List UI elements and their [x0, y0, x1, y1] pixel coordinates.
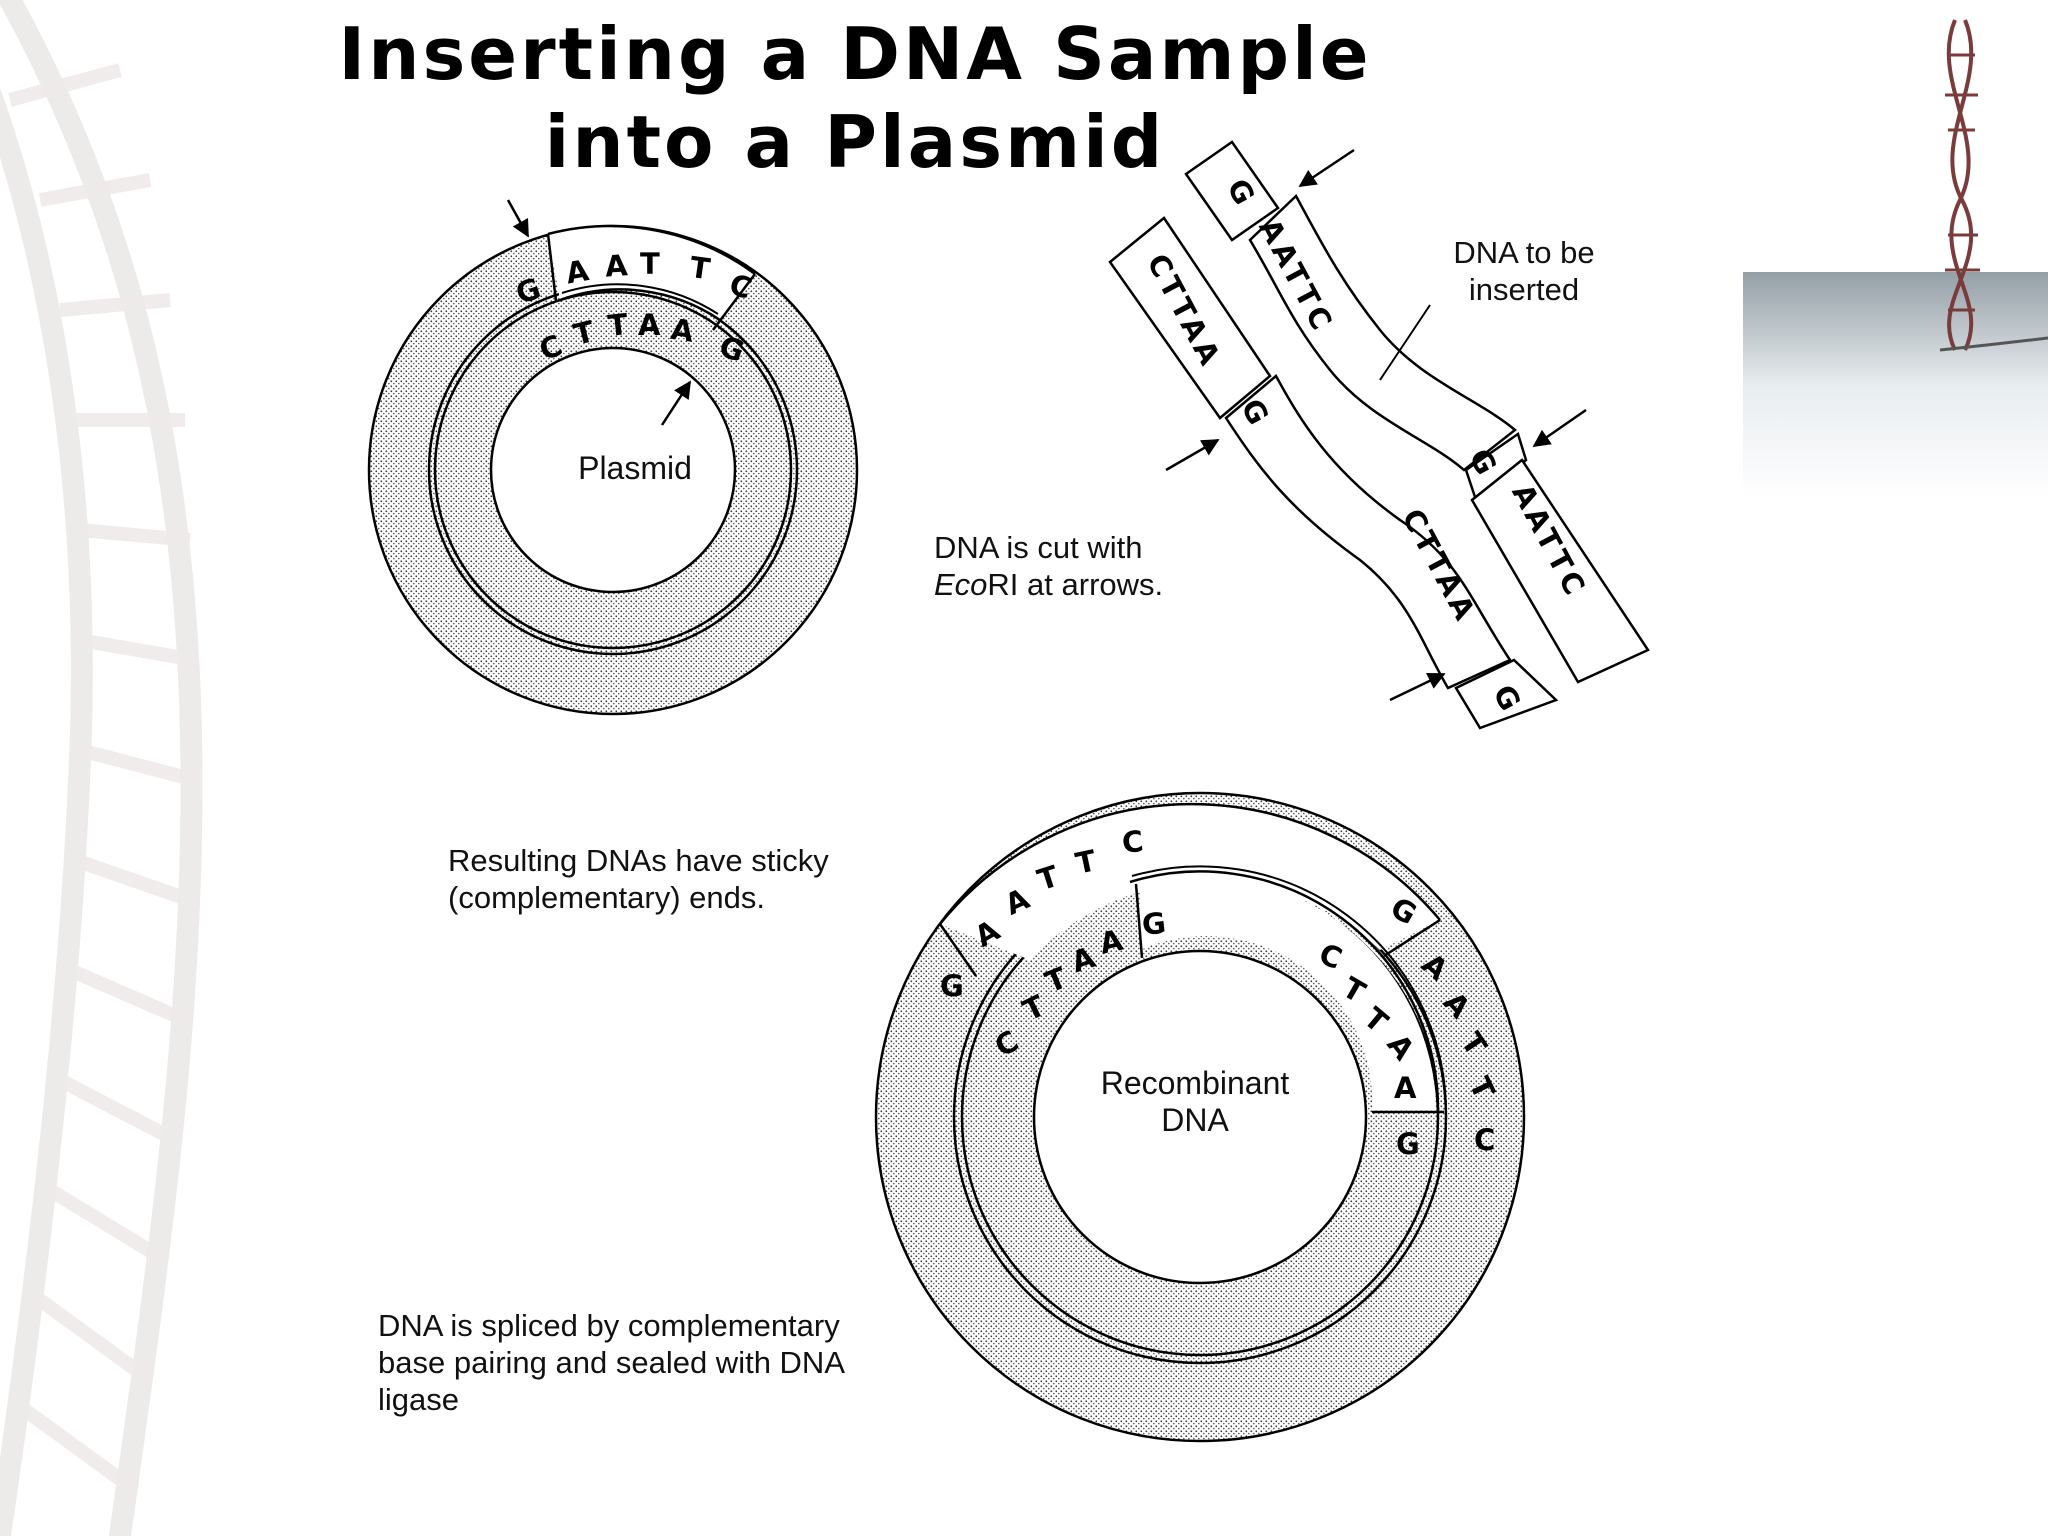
insert-arrow-left [1165, 438, 1220, 472]
title-line-1: Inserting a DNA Sample [338, 12, 1372, 96]
recomb-inner-right-base-5: G [1396, 1127, 1420, 1161]
slide-title: Inserting a DNA Sample into a Plasmid [330, 10, 1380, 186]
plasmid-label: Plasmid [560, 450, 710, 487]
plasmid-inner-base-4: A [669, 312, 697, 349]
sticky-ends-caption: Resulting DNAs have sticky (complementar… [448, 842, 908, 916]
plasmid-core [489, 346, 737, 594]
recombinant-label: Recombinant DNA [1080, 1065, 1310, 1139]
insert-arrow-right [1532, 408, 1587, 448]
sticky-ends-line-2: (complementary) ends. [448, 880, 766, 915]
plasmid-outer-base-4: T [688, 250, 713, 286]
corner-gradient-band [1743, 272, 2048, 500]
insert-lower-strand [1224, 374, 1512, 690]
spliced-line-1: DNA is spliced by complementary [378, 1308, 840, 1343]
cut-arrow-inner [660, 380, 692, 426]
plasmid-label-text: Plasmid [578, 450, 692, 486]
sticky-ends-line-1: Resulting DNAs have sticky [448, 843, 829, 878]
cut-caption-line-2-rest: RI at arrows. [987, 567, 1164, 602]
dna-to-be-inserted-label: DNA to be inserted [1424, 234, 1624, 308]
insert-right-strand [1470, 458, 1650, 684]
plasmid-outer-base-2: A [604, 248, 629, 284]
cut-caption: DNA is cut with EcoRI at arrows. [934, 529, 1234, 603]
cut-mark-right [712, 273, 756, 331]
helix-icon [1939, 19, 2048, 352]
recombinant-diagram: G A A T T C C T T A A G G A A T T C C T … [874, 791, 1526, 1443]
insert-top-g-block [1184, 140, 1280, 242]
insert-fragment [1108, 140, 1650, 730]
cut-arrow-outer [506, 199, 530, 238]
insert-left-strand [1108, 216, 1272, 420]
insert-arrow-bottom [1389, 672, 1446, 702]
spliced-line-3: ligase [378, 1382, 459, 1417]
recomb-outer-right-base-5: C [1474, 1123, 1495, 1157]
insert-right-g-block [1464, 432, 1528, 503]
recombinant-label-line-1: Recombinant [1100, 1065, 1290, 1101]
recomb-inner-left-base-5: G [1140, 906, 1167, 942]
recombinant-core [1032, 949, 1368, 1285]
recombinant-label-line-2: DNA [1161, 1102, 1229, 1138]
spliced-line-2: base pairing and sealed with DNA [378, 1345, 845, 1380]
plasmid-inner-base-3: A [638, 308, 661, 342]
recomb-outer-left-base-5: C [1120, 824, 1145, 860]
plasmid-outer-base-3: T [640, 247, 660, 281]
title-line-2: into a Plasmid [544, 100, 1166, 184]
insert-bottom-g-block [1454, 658, 1559, 730]
insert-label-pointer [1379, 304, 1431, 381]
cut-caption-enzyme-prefix: Eco [934, 567, 988, 602]
cut-caption-line-1: DNA is cut with [934, 530, 1143, 565]
recomb-outer-left-base-0: G [940, 969, 964, 1003]
cut-mark-left [546, 233, 558, 302]
recomb-inner-right-base-4: A [1394, 1071, 1417, 1105]
insert-arrow-top [1298, 148, 1355, 188]
spliced-caption: DNA is spliced by complementary base pai… [378, 1307, 938, 1418]
plasmid-inner-base-2: T [606, 307, 629, 343]
insert-upper-strand [1248, 193, 1517, 472]
dna-to-be-inserted-line-2: inserted [1468, 272, 1580, 307]
plasmid-diagram: G A A T T C C T T A A G [367, 199, 859, 716]
dna-to-be-inserted-line-1: DNA to be [1453, 235, 1595, 270]
cut-caption-line-2: EcoRI at arrows. [934, 566, 1234, 603]
